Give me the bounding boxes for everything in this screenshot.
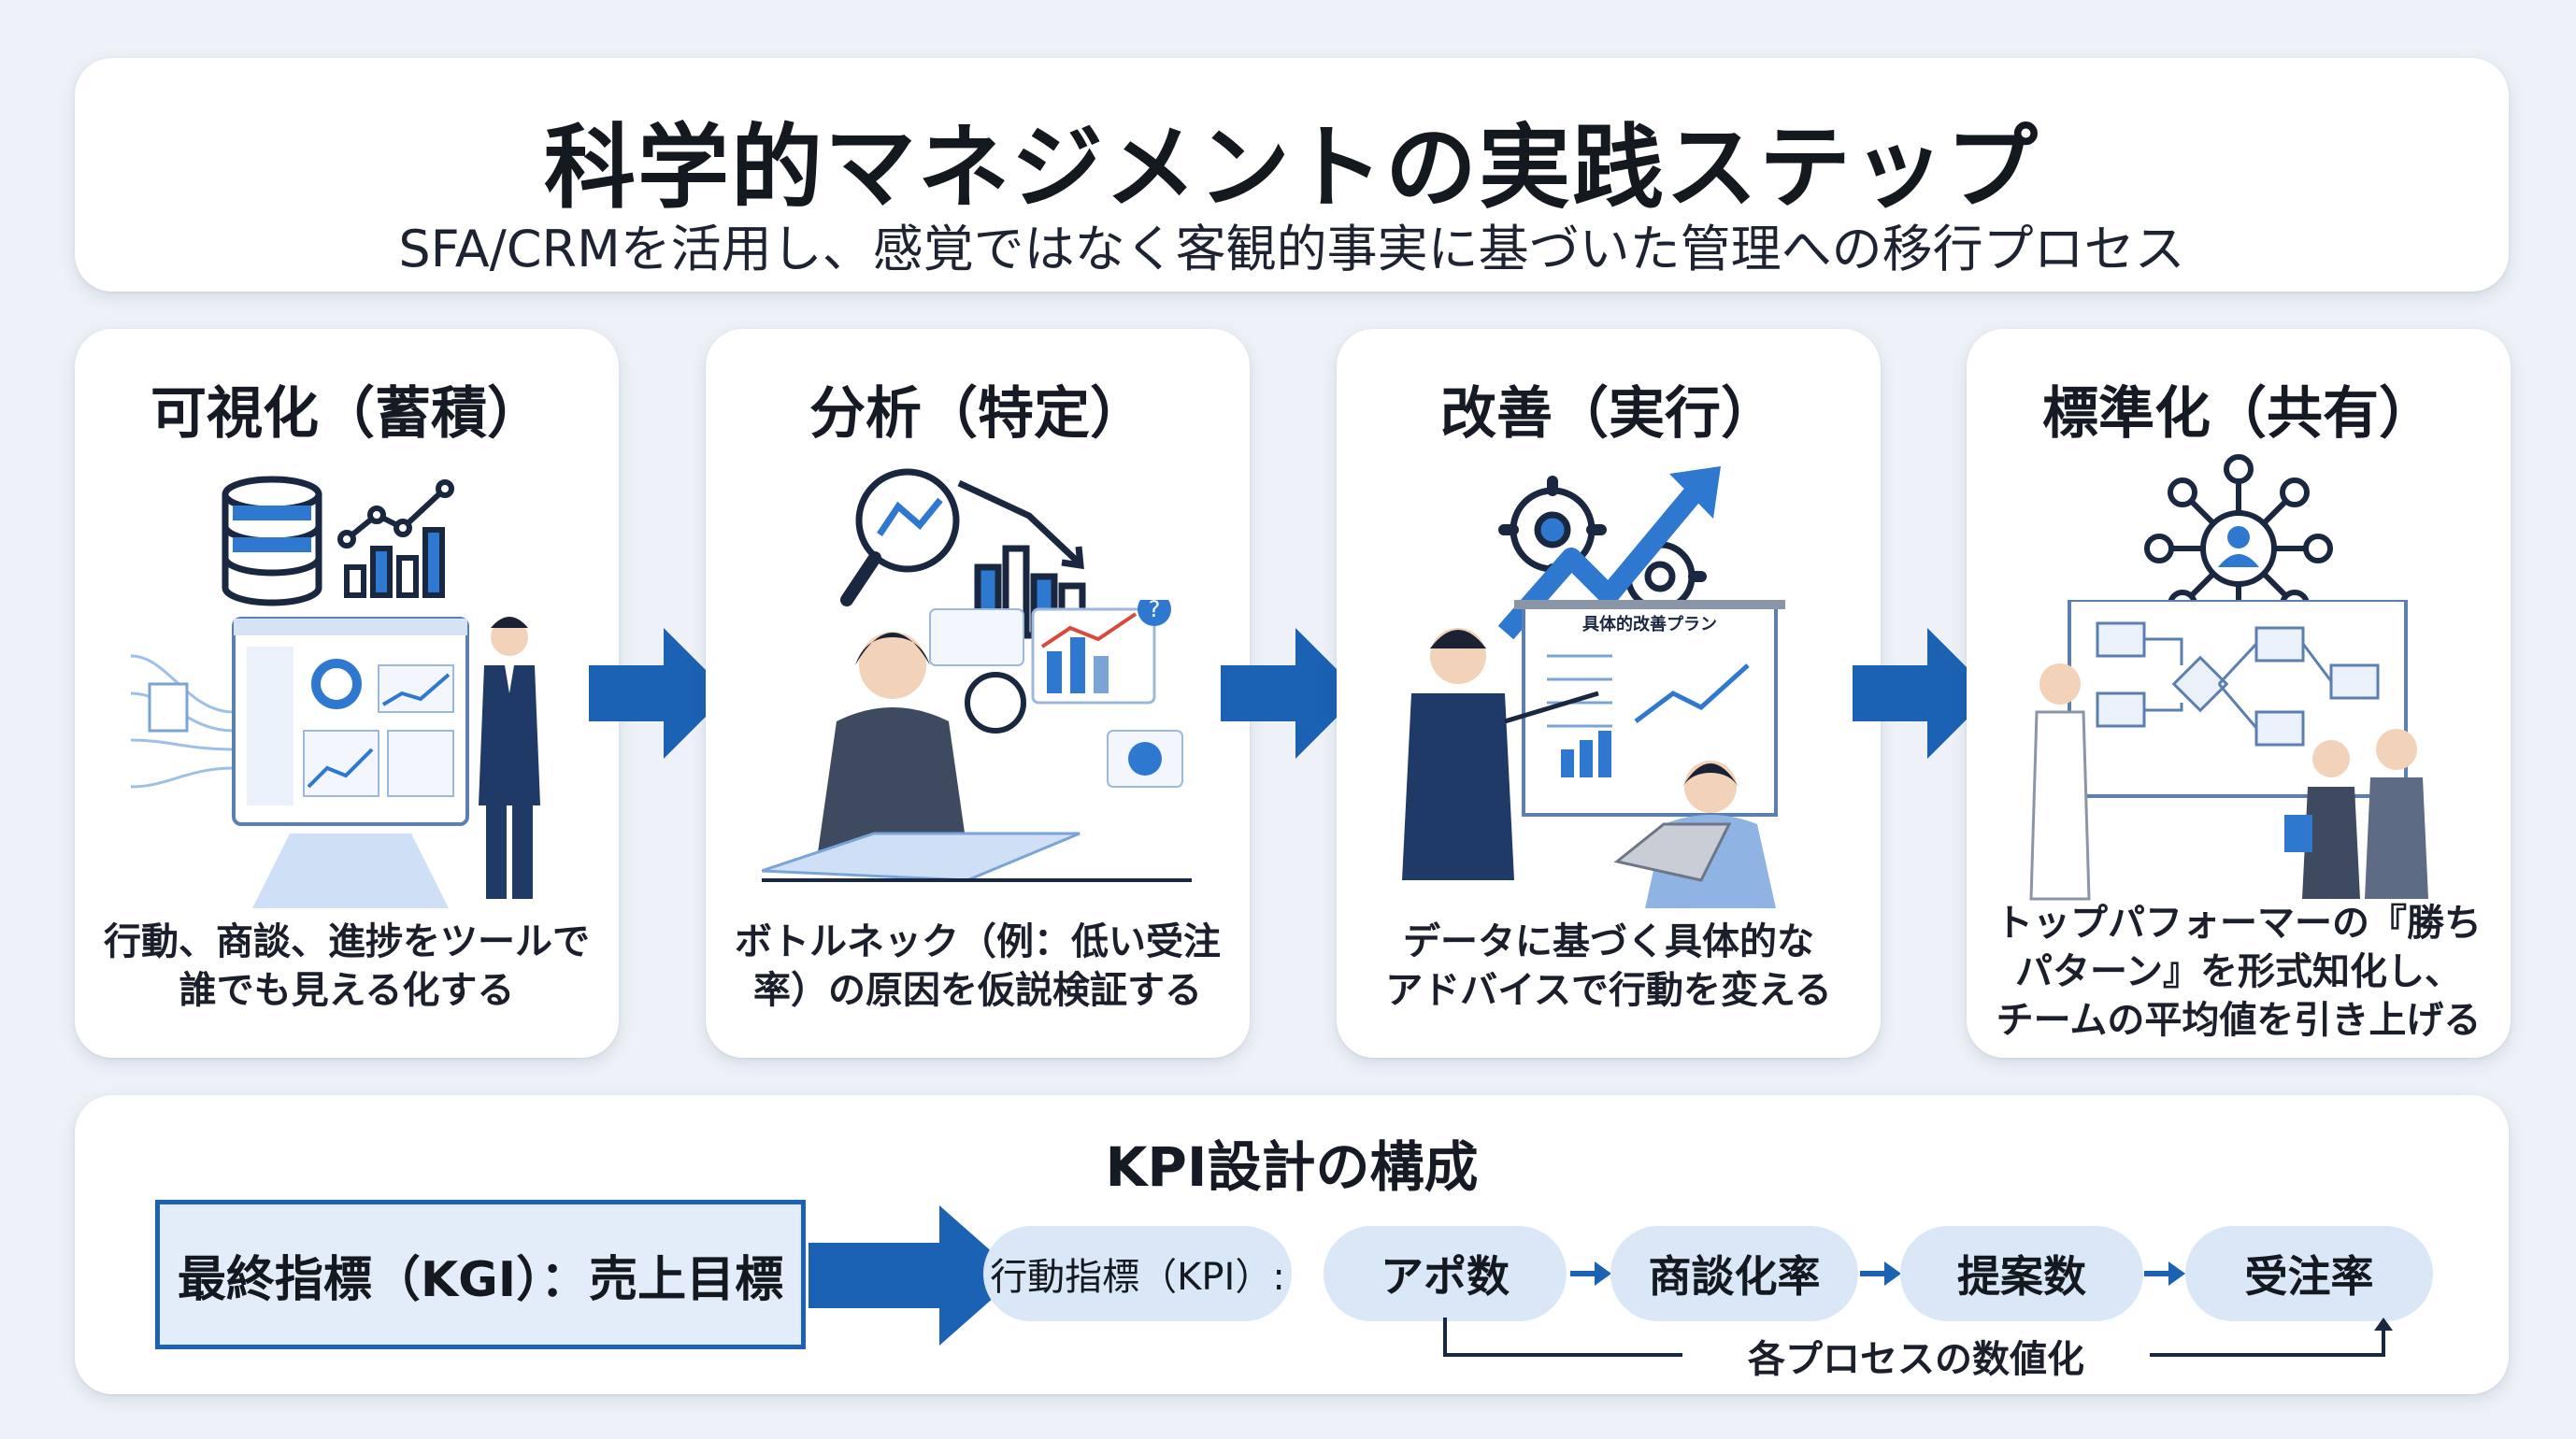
metric-arrow-3 xyxy=(2144,1261,2185,1286)
step-arrow-2 xyxy=(1221,628,1361,759)
step-title: 可視化（蓄積） xyxy=(150,381,543,447)
step-title: 改善（実行） xyxy=(1440,381,1777,447)
step-card-standardize: 標準化（共有） xyxy=(1967,329,2511,1058)
step-title: 標準化（共有） xyxy=(2042,381,2435,447)
metric-pill-win-rate: 受注率 xyxy=(2185,1226,2433,1321)
step-arrow-3 xyxy=(1853,628,1993,759)
step-description: データに基づく具体的な アドバイスで行動を変える xyxy=(1385,920,1832,1012)
board-caption: 具体的改善プラン xyxy=(1582,614,1717,634)
step-card-analyze: 分析（特定） ? ボトルネック（例：低い受注 xyxy=(706,329,1250,1058)
analyst-illustration: ? xyxy=(762,600,1192,882)
step-title: 分析（特定） xyxy=(809,381,1146,447)
step-card-improve: 改善（実行） 具体的改善プラン xyxy=(1337,329,1881,1058)
kgi-box: 最終指標（KGI）：売上目標 xyxy=(155,1200,806,1349)
kpi-label-pill: 行動指標（KPI）: xyxy=(983,1226,1292,1321)
step-description: トップパフォーマーの『勝ち パターン』を形式知化し、 チームの平均値を引き上げる xyxy=(1996,902,2482,1042)
quantify-label: 各プロセスの数値化 xyxy=(1682,1329,2150,1383)
metric-arrow-2 xyxy=(1860,1261,1901,1286)
advisor-illustration: 具体的改善プラン xyxy=(1402,600,1785,908)
metric-pill-proposals: 提案数 xyxy=(1900,1226,2143,1321)
step-description: ボトルネック（例：低い受注 率）の原因を仮説検証する xyxy=(735,920,1221,1012)
kgi-to-kpi-arrow xyxy=(809,1205,1019,1346)
database-chart-icon xyxy=(222,476,454,606)
gears-growth-icon xyxy=(1497,466,1721,640)
metric-pill-appointments: アポ数 xyxy=(1324,1226,1567,1321)
team-sharing-illustration xyxy=(2029,600,2428,901)
kpi-title: KPI設計の構成 xyxy=(1105,1135,1479,1199)
dashboard-illustration xyxy=(131,617,540,908)
page-title: 科学的マネジメントの実践ステップ xyxy=(543,115,2039,221)
svg-text:?: ? xyxy=(1149,600,1161,622)
kpi-design-card: KPI設計の構成 最終指標（KGI）：売上目標 行動指標（KPI）: アポ数 商… xyxy=(75,1095,2509,1394)
title-card: 科学的マネジメントの実践ステップ SFA/CRMを活用し、感覚ではなく客観的事実… xyxy=(75,58,2509,292)
metric-pill-deal-rate: 商談化率 xyxy=(1610,1226,1858,1321)
step-description: 行動、商談、進捗をツールで 誰でも見える化する xyxy=(104,920,590,1012)
step-card-visualize: 可視化（蓄積） xyxy=(75,329,619,1058)
page-subtitle: SFA/CRMを活用し、感覚ではなく客観的事実に基づいた管理への移行プロセス xyxy=(398,220,2185,278)
step-arrow-1 xyxy=(589,628,729,759)
metric-arrow-1 xyxy=(1570,1261,1611,1286)
